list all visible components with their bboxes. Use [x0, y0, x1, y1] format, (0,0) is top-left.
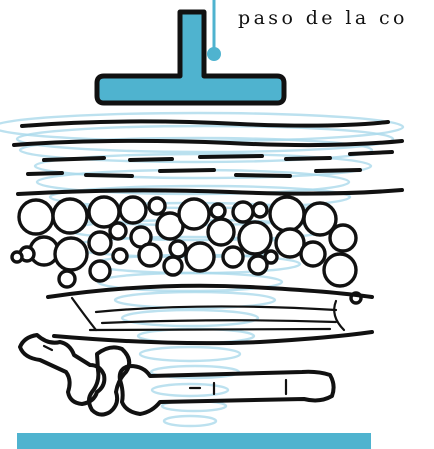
skin-layer-icon — [14, 121, 402, 194]
caption-pointer — [207, 0, 221, 61]
base-plate-icon — [17, 433, 371, 449]
ultrasound-transducer-icon — [97, 12, 284, 103]
muscle-icon — [48, 286, 372, 343]
